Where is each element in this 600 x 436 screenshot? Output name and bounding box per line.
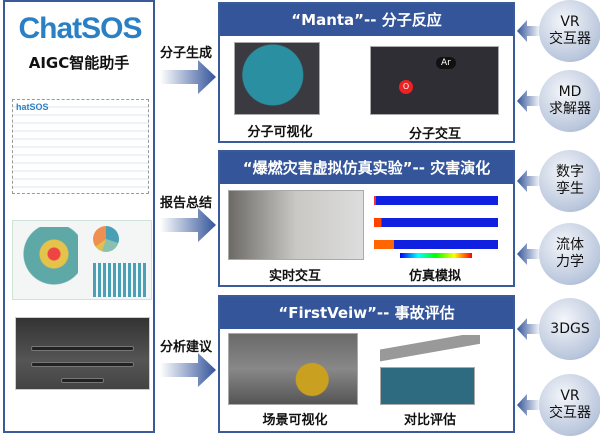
tech-label: VR — [560, 14, 580, 30]
comparison-image — [380, 367, 475, 405]
tech-fluid-dynamics: 流体力学 — [539, 223, 600, 285]
caption: 仿真模拟 — [408, 269, 461, 284]
vr-user-photo — [228, 190, 364, 260]
box-title: “Manta”-- 分子反应 — [220, 4, 513, 36]
explosion-box: “爆燃灾害虚拟仿真实验”-- 灾害演化 实时交互 仿真模拟 — [218, 150, 515, 287]
molecule-visualization-image — [234, 42, 320, 115]
atom-label: Ar — [436, 57, 456, 69]
manta-box: “Manta”-- 分子反应 Ar O 分子可视化 分子交互 — [218, 2, 515, 143]
tech-label: 交互器 — [549, 405, 591, 421]
left-arrow-icon — [517, 90, 541, 112]
statistics-thumbnail — [12, 220, 152, 300]
caption: 对比评估 — [403, 413, 456, 428]
left-arrow-icon — [517, 394, 541, 416]
experiment-menu-thumbnail — [15, 317, 150, 390]
tech-label: 3DGS — [550, 320, 590, 337]
left-arrow-icon — [517, 243, 541, 265]
tech-label: MD — [558, 84, 582, 100]
china-map — [18, 227, 78, 287]
menu-option — [61, 378, 104, 383]
tech-label: 流体 — [556, 237, 584, 253]
pie-chart — [93, 226, 119, 252]
left-arrow-icon — [517, 170, 541, 192]
tech-label: 力学 — [556, 254, 584, 270]
box-title: “爆燃灾害虚拟仿真实验”-- 灾害演化 — [220, 152, 513, 184]
simulation-image — [370, 190, 500, 260]
panel-subtitle: AIGC智能助手 — [28, 54, 130, 72]
caption: 分子交互 — [408, 127, 461, 142]
caption: 实时交互 — [268, 269, 321, 284]
menu-option — [31, 362, 134, 367]
tech-label: 交互器 — [549, 31, 591, 47]
flow-label: 报告总结 — [160, 196, 213, 211]
menu-option — [31, 346, 134, 351]
flow-label: 分子生成 — [160, 46, 213, 61]
tech-label: 求解器 — [549, 101, 591, 117]
caption: 场景可视化 — [262, 413, 328, 428]
tech-label: 数字 — [556, 164, 584, 180]
mindmap-thumbnail: hatSOS — [12, 99, 149, 194]
molecule-interaction-image: Ar O — [370, 46, 499, 115]
tech-label: 孪生 — [556, 181, 584, 197]
tech-label: VR — [560, 388, 580, 404]
scene-visualization-image — [228, 333, 358, 405]
bar-chart — [93, 263, 148, 297]
firstview-box: “FirstVeiw”-- 事故评估 场景可视化 对比评估 — [218, 295, 515, 433]
mindmap-title: hatSOS — [16, 102, 49, 112]
chatsos-logo: ChatSOS — [18, 12, 142, 45]
pointcloud-model-image — [380, 335, 480, 365]
right-arrow-icon — [160, 60, 216, 94]
right-arrow-icon — [160, 208, 216, 242]
box-title: “FirstVeiw”-- 事故评估 — [220, 297, 513, 329]
left-arrow-icon — [517, 318, 541, 340]
tech-digital-twin: 数字孪生 — [539, 150, 600, 212]
oxygen-atom: O — [399, 80, 413, 94]
chatsos-panel: ChatSOS AIGC智能助手 hatSOS — [3, 0, 155, 433]
flow-label: 分析建议 — [160, 340, 213, 355]
tech-3dgs: 3DGS — [539, 298, 600, 360]
right-arrow-icon — [160, 353, 216, 387]
left-arrow-icon — [517, 20, 541, 42]
caption: 分子可视化 — [247, 125, 313, 140]
